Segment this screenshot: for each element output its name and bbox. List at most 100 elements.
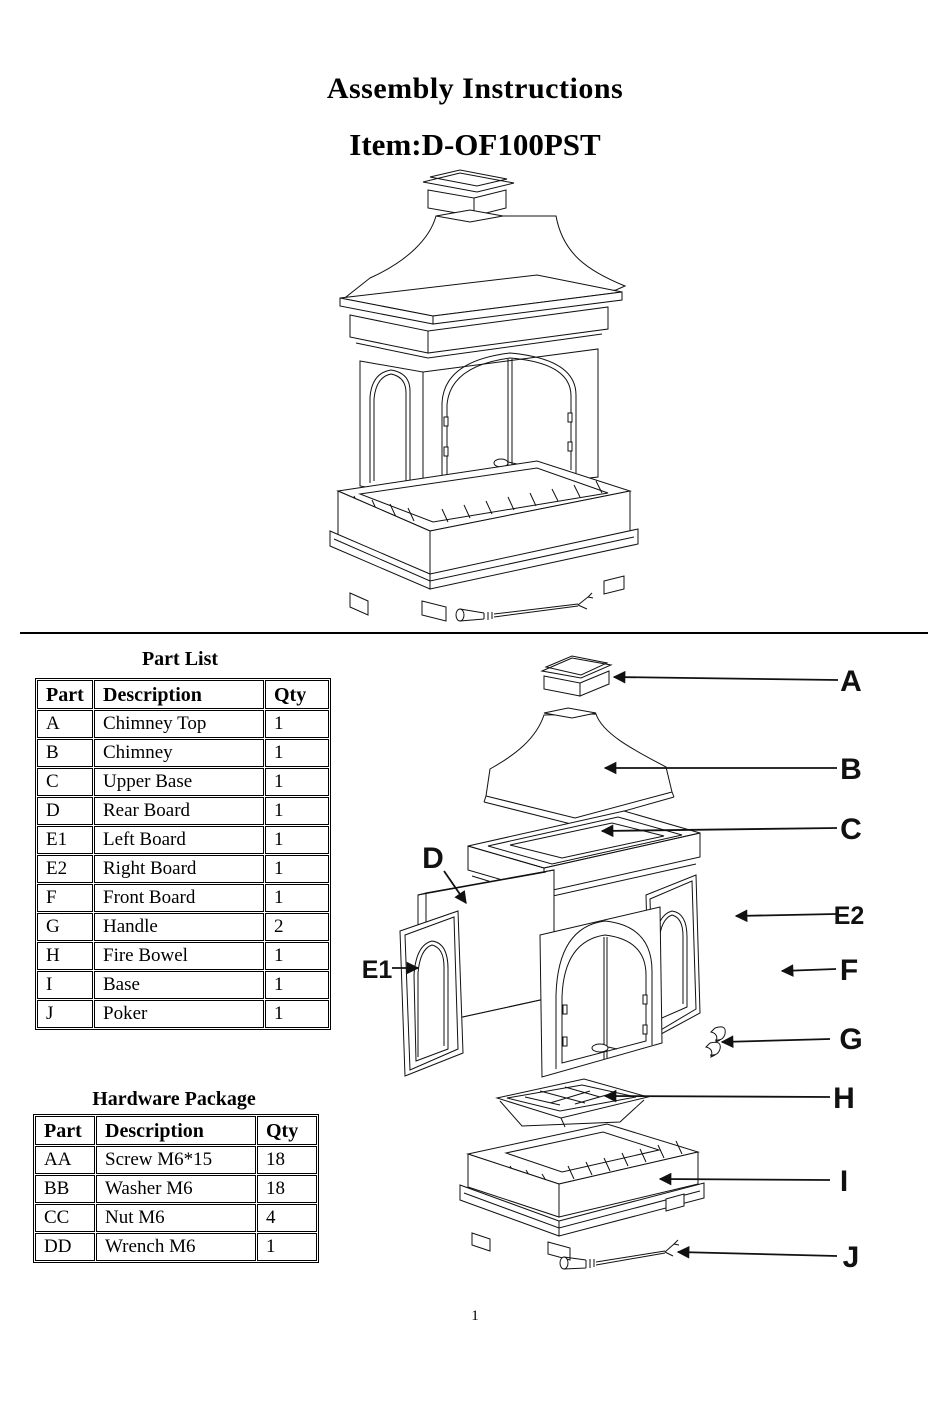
base-part (329, 460, 639, 622)
diagram-label-a: A (840, 665, 862, 698)
col-qty: Qty (265, 680, 329, 709)
description-cell: Chimney Top (94, 710, 264, 738)
description-cell: Handle (94, 913, 264, 941)
description-cell: Base (94, 971, 264, 999)
col-description: Description (94, 680, 264, 709)
description-cell: Nut M6 (96, 1204, 256, 1232)
part-cell: AA (35, 1146, 95, 1174)
table-header-row: Part Description Qty (37, 680, 329, 709)
qty-cell: 1 (265, 1000, 329, 1028)
diagram-label-d: D (422, 842, 444, 875)
page-title: Assembly Instructions (326, 72, 624, 105)
description-cell: Wrench M6 (96, 1233, 256, 1261)
exploded-left-board (399, 910, 464, 1077)
arrow-a (612, 670, 839, 684)
description-cell: Washer M6 (96, 1175, 256, 1203)
col-part: Part (35, 1116, 95, 1145)
arrow-j (676, 1245, 838, 1259)
qty-cell: 1 (265, 942, 329, 970)
description-cell: Chimney (94, 739, 264, 767)
qty-cell: 1 (265, 797, 329, 825)
qty-cell: 1 (265, 855, 329, 883)
description-cell: Fire Bowel (94, 942, 264, 970)
exploded-fire-bowl (495, 1078, 650, 1128)
table-header-row: Part Description Qty (35, 1116, 317, 1145)
arrow-i (658, 1172, 831, 1186)
part-cell: G (37, 913, 93, 941)
part-cell: D (37, 797, 93, 825)
page-number: 1 (471, 1308, 479, 1324)
hardware-package-title: Hardware Package (92, 1088, 256, 1110)
part-cell: E1 (37, 826, 93, 854)
qty-cell: 18 (257, 1146, 317, 1174)
diagram-label-b: B (840, 753, 862, 786)
exploded-poker (559, 1239, 680, 1270)
diagram-label-c: C (840, 813, 862, 846)
part-cell: I (37, 971, 93, 999)
qty-cell: 1 (265, 884, 329, 912)
leader-arrows (392, 670, 839, 1259)
arrow-d (443, 870, 467, 905)
qty-cell: 1 (265, 710, 329, 738)
chimney-top-part (422, 169, 515, 217)
description-cell: Right Board (94, 855, 264, 883)
description-cell: Front Board (94, 884, 264, 912)
diagram-label-g: G (839, 1023, 862, 1056)
part-cell: J (37, 1000, 93, 1028)
description-cell: Rear Board (94, 797, 264, 825)
poker-illustration (455, 592, 594, 622)
part-list-title: Part List (141, 648, 219, 670)
exploded-chimney (483, 707, 675, 826)
qty-cell: 1 (265, 826, 329, 854)
assembled-fireplace-illustration (329, 169, 639, 622)
exploded-chimney-top (540, 655, 613, 697)
qty-cell: 18 (257, 1175, 317, 1203)
diagram-label-i: I (840, 1165, 848, 1198)
diagram-label-e2: E2 (834, 902, 865, 930)
exploded-diagram: A B C D E1 E2 F G H I J (362, 655, 865, 1274)
part-cell: H (37, 942, 93, 970)
part-cell: B (37, 739, 93, 767)
part-cell: F (37, 884, 93, 912)
qty-cell: 1 (265, 768, 329, 796)
description-cell: Upper Base (94, 768, 264, 796)
description-cell: Screw M6*15 (96, 1146, 256, 1174)
qty-cell: 1 (257, 1233, 317, 1261)
diagram-label-h: H (833, 1082, 855, 1115)
part-cell: C (37, 768, 93, 796)
exploded-base (459, 1123, 705, 1261)
section-divider (20, 632, 928, 634)
qty-cell: 4 (257, 1204, 317, 1232)
diagram-labels: A B C D E1 E2 F G H I J (362, 665, 865, 1274)
description-cell: Left Board (94, 826, 264, 854)
arrow-f (780, 964, 837, 977)
col-part: Part (37, 680, 93, 709)
col-qty: Qty (257, 1116, 317, 1145)
col-description: Description (96, 1116, 256, 1145)
arrow-c (600, 824, 838, 838)
exploded-front-board (539, 906, 663, 1078)
qty-cell: 2 (265, 913, 329, 941)
part-cell: CC (35, 1204, 95, 1232)
part-cell: DD (35, 1233, 95, 1261)
diagram-label-e1: E1 (362, 956, 393, 984)
arrow-g (720, 1035, 831, 1048)
arrow-h (603, 1089, 831, 1103)
qty-cell: 1 (265, 971, 329, 999)
fireplace-body (359, 348, 599, 498)
